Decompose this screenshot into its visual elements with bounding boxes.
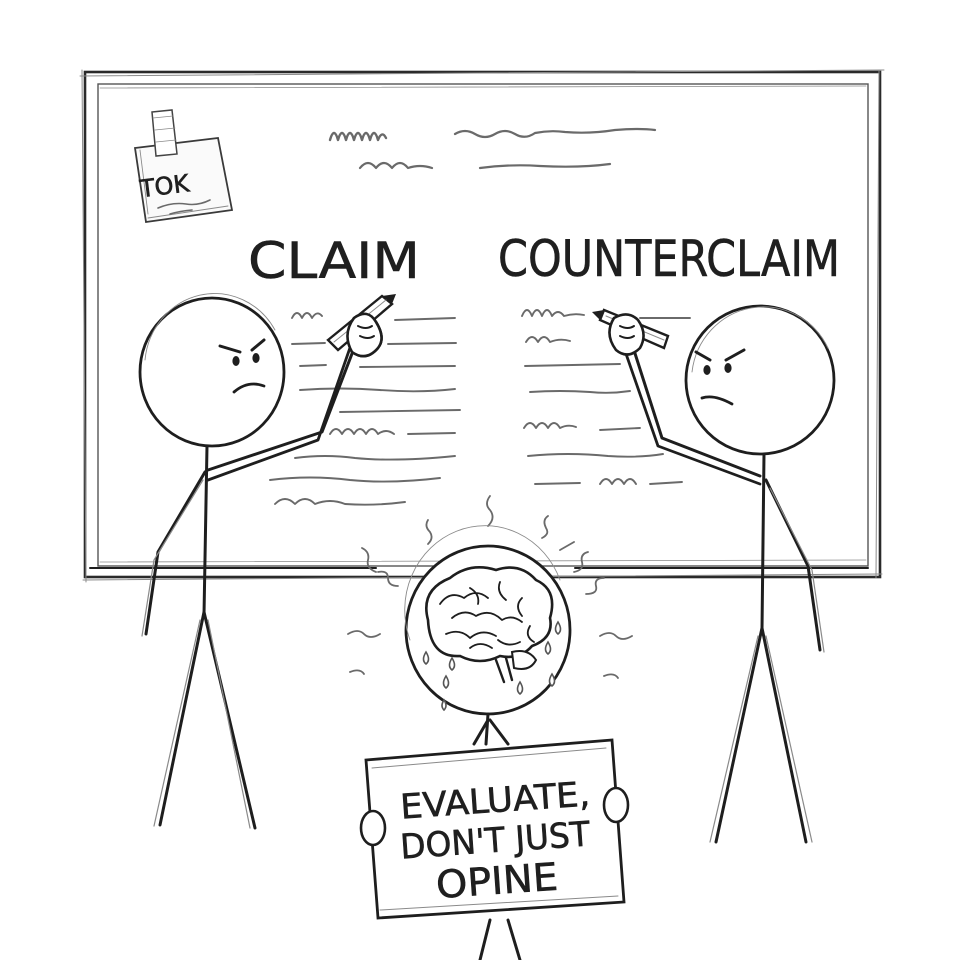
claim-heading: CLAIM [248,232,420,290]
brain-icon [425,566,554,684]
left-stick-figure [138,293,396,830]
right-figure-head [684,304,836,456]
sign-left-hand [359,809,387,847]
right-figure-hand [608,313,645,356]
sign-line-3: OPINE [435,855,560,907]
middle-stick-figure [347,495,633,960]
protest-sign: EVALUATE, DON'T JUST OPINE [359,738,630,920]
sign-right-hand [602,786,630,824]
left-figure-head [138,296,286,448]
right-stick-figure [592,304,836,844]
sweat-drops [422,620,562,712]
sticky-note: TOK [133,109,234,224]
counterclaim-heading: COUNTERCLAIM [498,230,840,288]
sticky-note-label: TOK [137,169,192,203]
